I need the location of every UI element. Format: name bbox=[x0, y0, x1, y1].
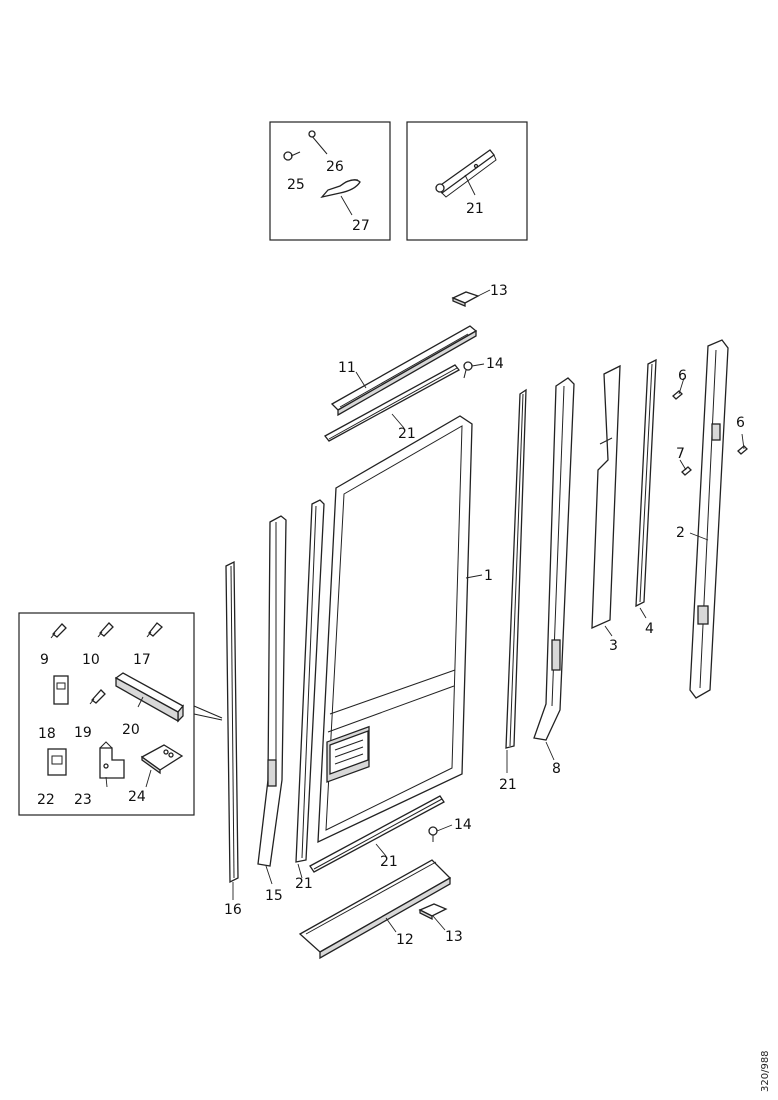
label-23: 23 bbox=[74, 792, 92, 808]
label-2: 2 bbox=[676, 525, 685, 541]
label-4: 4 bbox=[645, 621, 654, 637]
part-9-screw bbox=[50, 623, 67, 639]
label-6b: 6 bbox=[736, 415, 745, 431]
part-14-bottom-screw bbox=[428, 826, 438, 842]
label-17: 17 bbox=[133, 652, 151, 668]
inset-box-fasteners: 25 26 27 bbox=[269, 121, 391, 241]
label-15: 15 bbox=[265, 888, 283, 904]
label-21-right: 21 bbox=[499, 777, 517, 793]
part-21-left-seal bbox=[295, 499, 325, 863]
label-12: 12 bbox=[396, 932, 414, 948]
part-21-seal-detail bbox=[435, 149, 497, 198]
label-27: 27 bbox=[352, 218, 370, 234]
part-24-bracket bbox=[140, 744, 184, 775]
part-20-strip bbox=[114, 672, 185, 723]
label-18: 18 bbox=[38, 726, 56, 742]
label-14-top: 14 bbox=[486, 356, 504, 372]
part-21-bottom-seal bbox=[309, 795, 445, 873]
part-25-rivet bbox=[283, 151, 301, 161]
label-7: 7 bbox=[676, 446, 685, 462]
part-17-screw bbox=[146, 622, 163, 638]
label-20: 20 bbox=[122, 722, 140, 738]
part-18-plate bbox=[53, 675, 69, 705]
part-10-screw bbox=[97, 622, 114, 638]
label-25: 25 bbox=[287, 177, 305, 193]
label-21-inset: 21 bbox=[466, 201, 484, 217]
inset-box-seal-21: 21 bbox=[406, 121, 528, 241]
leader-lines bbox=[232, 289, 745, 933]
part-14-top-screw bbox=[463, 361, 473, 379]
label-13-top: 13 bbox=[490, 283, 508, 299]
part-16-left-strip bbox=[225, 560, 239, 884]
label-1: 1 bbox=[484, 568, 493, 584]
inset-box-brackets: 9 10 17 18 19 20 22 23 24 bbox=[18, 612, 195, 816]
part-11-top-rail bbox=[330, 325, 478, 417]
label-21-bottom: 21 bbox=[380, 854, 398, 870]
label-6a: 6 bbox=[678, 368, 687, 384]
part-19-screw bbox=[89, 689, 106, 705]
part-3-right-panel bbox=[591, 364, 621, 630]
label-24: 24 bbox=[128, 789, 146, 805]
label-8: 8 bbox=[552, 761, 561, 777]
label-13-bottom: 13 bbox=[445, 929, 463, 945]
part-4-right-strip bbox=[635, 358, 657, 608]
label-22: 22 bbox=[37, 792, 55, 808]
part-21-top-seal bbox=[324, 364, 460, 442]
label-14-bottom: 14 bbox=[454, 817, 472, 833]
label-21-top: 21 bbox=[398, 426, 416, 442]
part-15-left-frame bbox=[257, 515, 287, 867]
label-16: 16 bbox=[224, 902, 242, 918]
part-13-top-plate bbox=[451, 291, 480, 307]
part-1-door-panel bbox=[317, 415, 473, 844]
part-23-bracket bbox=[99, 741, 125, 779]
part-12-bottom-rail bbox=[298, 859, 452, 960]
part-27-clip bbox=[320, 179, 361, 199]
part-8-right-jamb bbox=[533, 377, 575, 741]
label-10: 10 bbox=[82, 652, 100, 668]
label-19: 19 bbox=[74, 725, 92, 741]
part-2-right-post bbox=[689, 339, 729, 699]
part-22-plate bbox=[47, 748, 67, 776]
label-9: 9 bbox=[40, 652, 49, 668]
callout-arrow bbox=[193, 705, 223, 721]
label-11: 11 bbox=[338, 360, 356, 376]
part-13-bottom-plate bbox=[418, 903, 448, 921]
part-number-labels: 13 14 11 21 1 6 6 7 2 3 4 8 21 14 21 12 … bbox=[224, 283, 745, 948]
label-26: 26 bbox=[326, 159, 344, 175]
label-3: 3 bbox=[609, 638, 618, 654]
part-21-right-seal bbox=[505, 388, 527, 749]
part-26-pin bbox=[308, 130, 328, 155]
label-21-left: 21 bbox=[295, 876, 313, 892]
drawing-code: 320/988 bbox=[760, 1050, 771, 1092]
